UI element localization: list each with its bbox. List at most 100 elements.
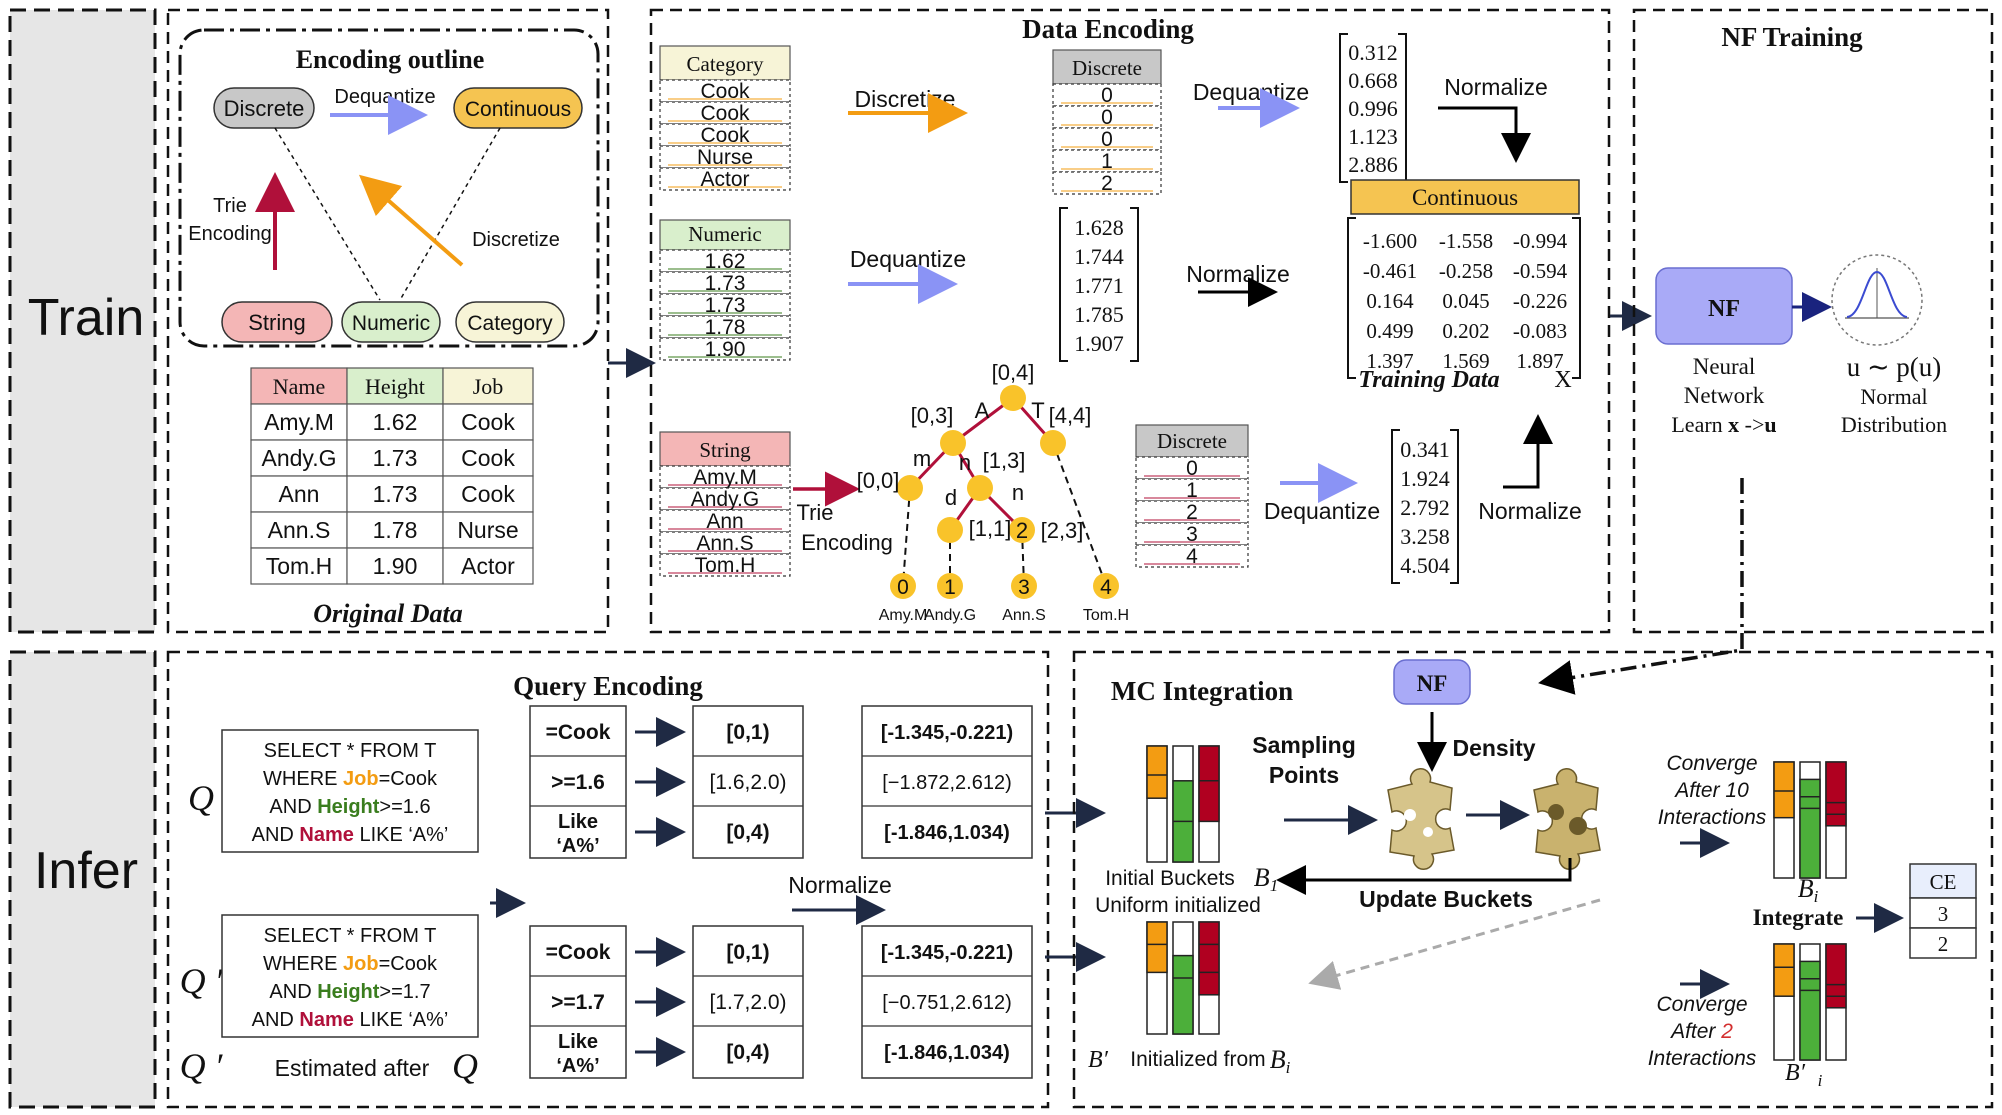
trie-node-And xyxy=(937,517,963,543)
discrete-value: 0 xyxy=(1101,84,1113,107)
trie-node-Ann xyxy=(1009,517,1035,543)
interactions-label-1: Interactions xyxy=(1658,806,1767,829)
trie-node-A xyxy=(940,430,966,456)
bucket-fill xyxy=(1198,921,1220,996)
num-vector-value: 1.771 xyxy=(1074,273,1124,298)
bi-label: Bi xyxy=(1798,874,1819,906)
cat-vector-left-bracket xyxy=(1339,33,1348,183)
train-band xyxy=(8,8,157,634)
sql-line: WHERE Job=Cook xyxy=(263,768,438,790)
data-encoding-title: Data Encoding xyxy=(1022,14,1194,44)
orig-cell-value: Cook xyxy=(461,481,515,507)
bip-sub: i xyxy=(1818,1071,1823,1090)
trie-node-Am xyxy=(897,475,923,501)
num-normalize-label: Normalize xyxy=(1186,261,1290,287)
orig-cell xyxy=(442,475,534,513)
numeric-value: 1.62 xyxy=(705,250,746,273)
str-discrete-value: 4 xyxy=(1186,545,1198,568)
discretize-label: Discretize xyxy=(855,86,956,112)
trie-dash-3 xyxy=(1021,529,1025,586)
discrete-value: 1 xyxy=(1101,150,1113,173)
sql-token: AND xyxy=(252,1009,300,1031)
num-vector-left-bracket xyxy=(1059,207,1068,362)
trie-range-n3b: [2,3] xyxy=(1041,518,1084,543)
sql-token: >=1.7 xyxy=(379,981,430,1003)
trie-leaf-node xyxy=(1011,573,1037,599)
orig-cell-value: Tom.H xyxy=(266,553,332,579)
density-label: Density xyxy=(1452,735,1535,761)
orig-cell-value: Actor xyxy=(461,553,515,579)
sql-token: =Cook xyxy=(379,768,438,790)
sql-line: AND Name LIKE ‘A%’ xyxy=(252,1009,449,1031)
training-data-caption: Training Data xyxy=(1358,367,1499,393)
predicate-name-pattern: ‘A%’ xyxy=(556,835,599,857)
cat-dequantize-label: Dequantize xyxy=(1193,79,1309,105)
continuous-header-box xyxy=(1350,179,1580,215)
num-vector-value: 1.907 xyxy=(1074,331,1124,356)
str-vector-right-bracket xyxy=(1450,429,1459,584)
outline-discrete-pill xyxy=(213,87,315,129)
discrete-cell xyxy=(1052,127,1162,151)
sql-token: WHERE xyxy=(263,768,343,790)
range-value: [0,4) xyxy=(726,821,769,844)
matrix-value: -1.600 xyxy=(1363,229,1417,253)
range-value: [0,1) xyxy=(726,941,769,964)
outline-string-pill xyxy=(221,301,333,343)
predicate-height: >=1.7 xyxy=(551,991,605,1014)
str-discrete-value: 0 xyxy=(1186,457,1198,480)
category-value: Cook xyxy=(700,80,750,103)
encoding-label: Encoding xyxy=(801,530,893,555)
orig-cell-value: Ann.S xyxy=(268,517,331,543)
mc-title: MC Integration xyxy=(1111,676,1293,706)
predicate-name: Like xyxy=(558,1031,598,1053)
matrix-value: 0.499 xyxy=(1366,319,1413,343)
trie-tree: 2 [0,4] [0,3] [4,4] [0,0] [1,3] [1,1] [2… xyxy=(857,360,1130,624)
b1-label: B1 xyxy=(1254,863,1278,895)
discrete-value: 0 xyxy=(1101,128,1113,151)
str-discrete-cell xyxy=(1135,478,1249,502)
orig-cell xyxy=(250,439,348,477)
norm-value: [−1.872,2.612) xyxy=(882,772,1012,794)
normal-curve-icon xyxy=(1846,270,1908,318)
matrix-value: 0.202 xyxy=(1442,319,1489,343)
trie-edge-label-n2: n xyxy=(1012,480,1024,505)
sql-token: SELECT * FROM T xyxy=(264,925,437,947)
category-value: Actor xyxy=(700,168,749,191)
norm-value: [-1.345,-0.221) xyxy=(881,722,1013,744)
matrix-value: 0.045 xyxy=(1442,289,1489,313)
orig-cell-value: Andy.G xyxy=(262,445,337,471)
outline-string: String xyxy=(248,310,305,335)
str-normalize-arrow xyxy=(1503,414,1553,489)
u-dist-label: u ∼ p(u) xyxy=(1847,352,1942,382)
orig-cell-value: Amy.M xyxy=(264,409,334,435)
nf-learn-arrow: -> xyxy=(1739,412,1764,437)
str-discrete-header-cell xyxy=(1135,424,1249,458)
trie-leaf-name: Tom.H xyxy=(1083,607,1129,624)
discrete-cell xyxy=(1052,105,1162,129)
sql-line: AND Height>=1.7 xyxy=(269,981,430,1003)
outline-continuous-pill xyxy=(453,87,583,129)
orig-cell-value: 1.90 xyxy=(373,553,418,579)
trie-range-m2: [1,3] xyxy=(983,448,1026,473)
density-puzzle-icon xyxy=(1533,768,1601,870)
numeric-cell xyxy=(659,337,791,361)
estimated-after-label: Estimated after xyxy=(275,1055,430,1081)
bucket-fill xyxy=(1773,761,1795,819)
orig-cell-value: 1.78 xyxy=(373,517,418,543)
trie-leaf-name: Ann.S xyxy=(1002,607,1046,624)
continuous-header: Continuous xyxy=(1412,185,1518,210)
matrix-value: -0.258 xyxy=(1439,259,1493,283)
orig-header-cell xyxy=(346,367,444,405)
b1p-symbol: B′ xyxy=(1088,1047,1109,1073)
cat-normalize-arrow xyxy=(1438,106,1531,163)
bucket-fill xyxy=(1146,921,1168,974)
outline-title: Encoding outline xyxy=(296,45,485,74)
sql-token: WHERE xyxy=(263,953,343,975)
orig-cell xyxy=(442,403,534,441)
sql-token: Height xyxy=(317,796,380,818)
category-header: Category xyxy=(687,52,764,76)
